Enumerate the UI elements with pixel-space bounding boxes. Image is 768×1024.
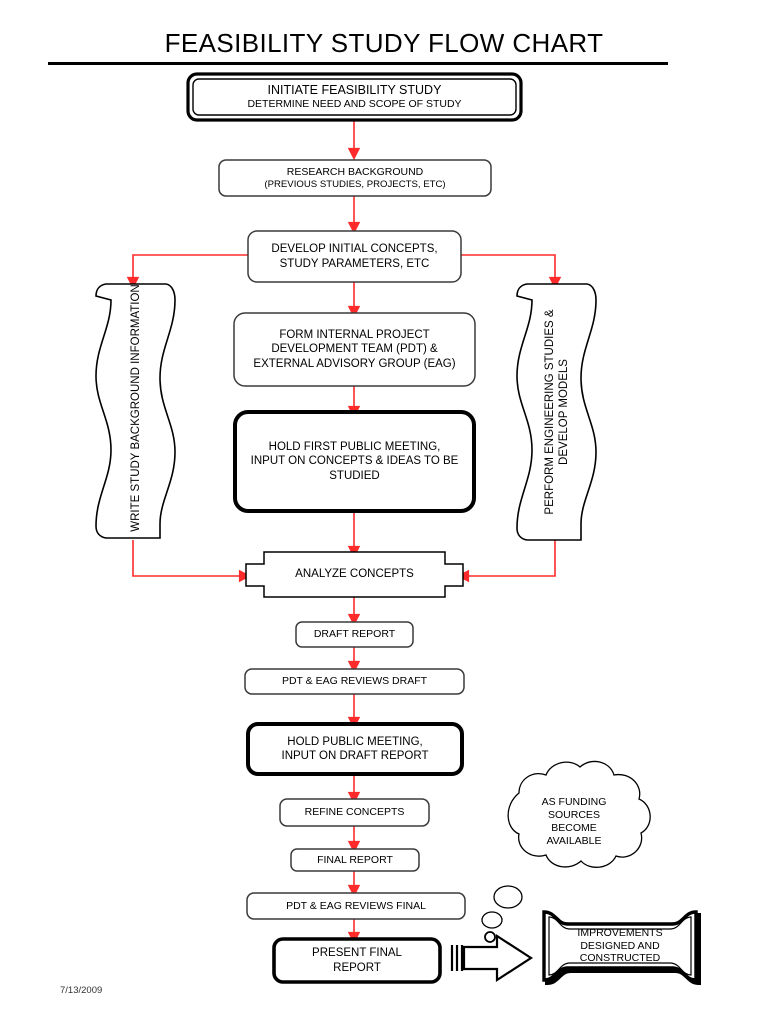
block-arrow-right-icon [450,931,534,983]
shape-develop-initial-concepts[interactable] [247,230,462,283]
shape-refine-concepts[interactable] [279,798,430,827]
shape-draft-report[interactable] [295,621,414,648]
shape-research-background[interactable] [218,159,492,197]
cloud-tail-bubble-large [493,885,523,909]
shape-hold-first-public-meeting[interactable] [233,410,476,513]
shape-improvements-designed-constructed[interactable] [542,910,701,986]
shape-initiate-feasibility-study[interactable] [186,72,523,122]
shape-write-study-background-information[interactable] [95,283,176,539]
shape-analyze-concepts[interactable] [245,551,464,598]
shape-present-final-report[interactable] [272,937,442,984]
page-title: FEASIBILITY STUDY FLOW CHART [164,28,604,58]
shape-perform-engineering-studies[interactable] [516,283,597,541]
cloud-tail-bubble-small [481,911,503,929]
shape-pdt-eag-reviews-final[interactable] [246,892,466,920]
shape-hold-public-meeting-draft[interactable] [246,722,464,776]
connector-perform-analyze [456,540,556,583]
shape-pdt-eag-reviews-draft[interactable] [244,668,465,695]
shape-form-internal-project-team[interactable] [233,312,476,387]
shape-funding-cloud[interactable] [507,760,651,868]
connector-group [126,120,562,945]
date-stamp: 7/13/2009 [60,985,103,996]
connector-develop-writebackground [126,254,248,290]
connector-writebackground-analyze [132,540,252,583]
shape-final-report[interactable] [290,848,420,872]
connector-develop-perform [461,254,562,290]
